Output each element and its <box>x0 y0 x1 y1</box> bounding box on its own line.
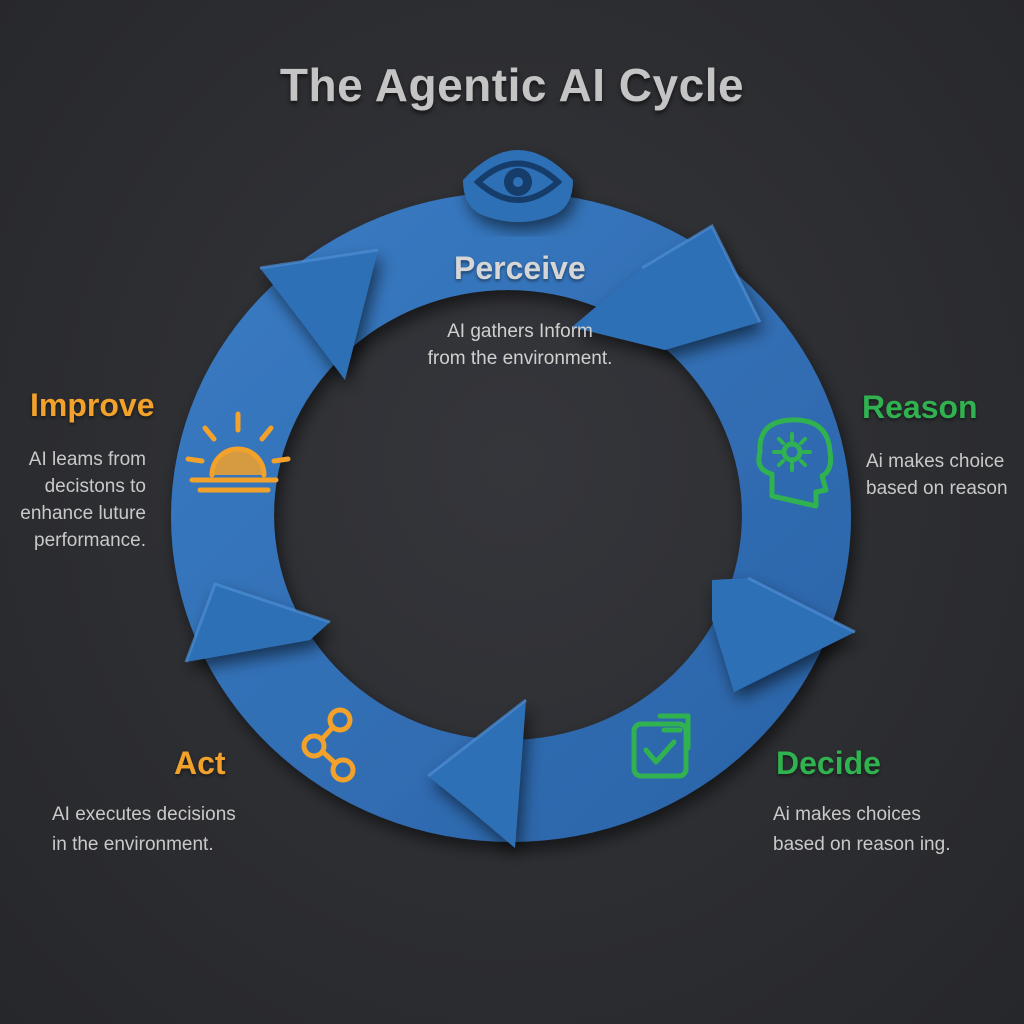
improve-title: Improve <box>30 387 155 423</box>
arrow-head-bottom <box>428 700 526 848</box>
arrow-head-right <box>712 578 855 692</box>
diagram-title: The Agentic AI Cycle <box>279 59 745 111</box>
act-title: Act <box>174 745 226 781</box>
eye-icon <box>463 150 573 222</box>
reason-title: Reason <box>862 389 978 425</box>
decide-title: Decide <box>776 745 881 781</box>
reason-description: Ai makes choice based on reason <box>866 451 1008 499</box>
perceive-description: AI gathers Inform from the environment. <box>427 321 613 369</box>
checklist-icon <box>631 713 691 779</box>
decide-description: Ai makes choices based on reason ing. <box>773 804 951 855</box>
sunrise-icon <box>185 411 291 493</box>
arrow-head-top-right <box>572 226 760 350</box>
act-description: AI executes decisions in the environment… <box>52 804 236 855</box>
perceive-title: Perceive <box>454 250 586 286</box>
share-nodes-icon <box>301 707 356 783</box>
arrow-head-top-left <box>260 250 378 380</box>
arrow-head-left <box>186 584 330 662</box>
brain-gear-icon <box>756 417 834 509</box>
improve-description: AI leams from decistons to enhance lutur… <box>20 449 146 551</box>
